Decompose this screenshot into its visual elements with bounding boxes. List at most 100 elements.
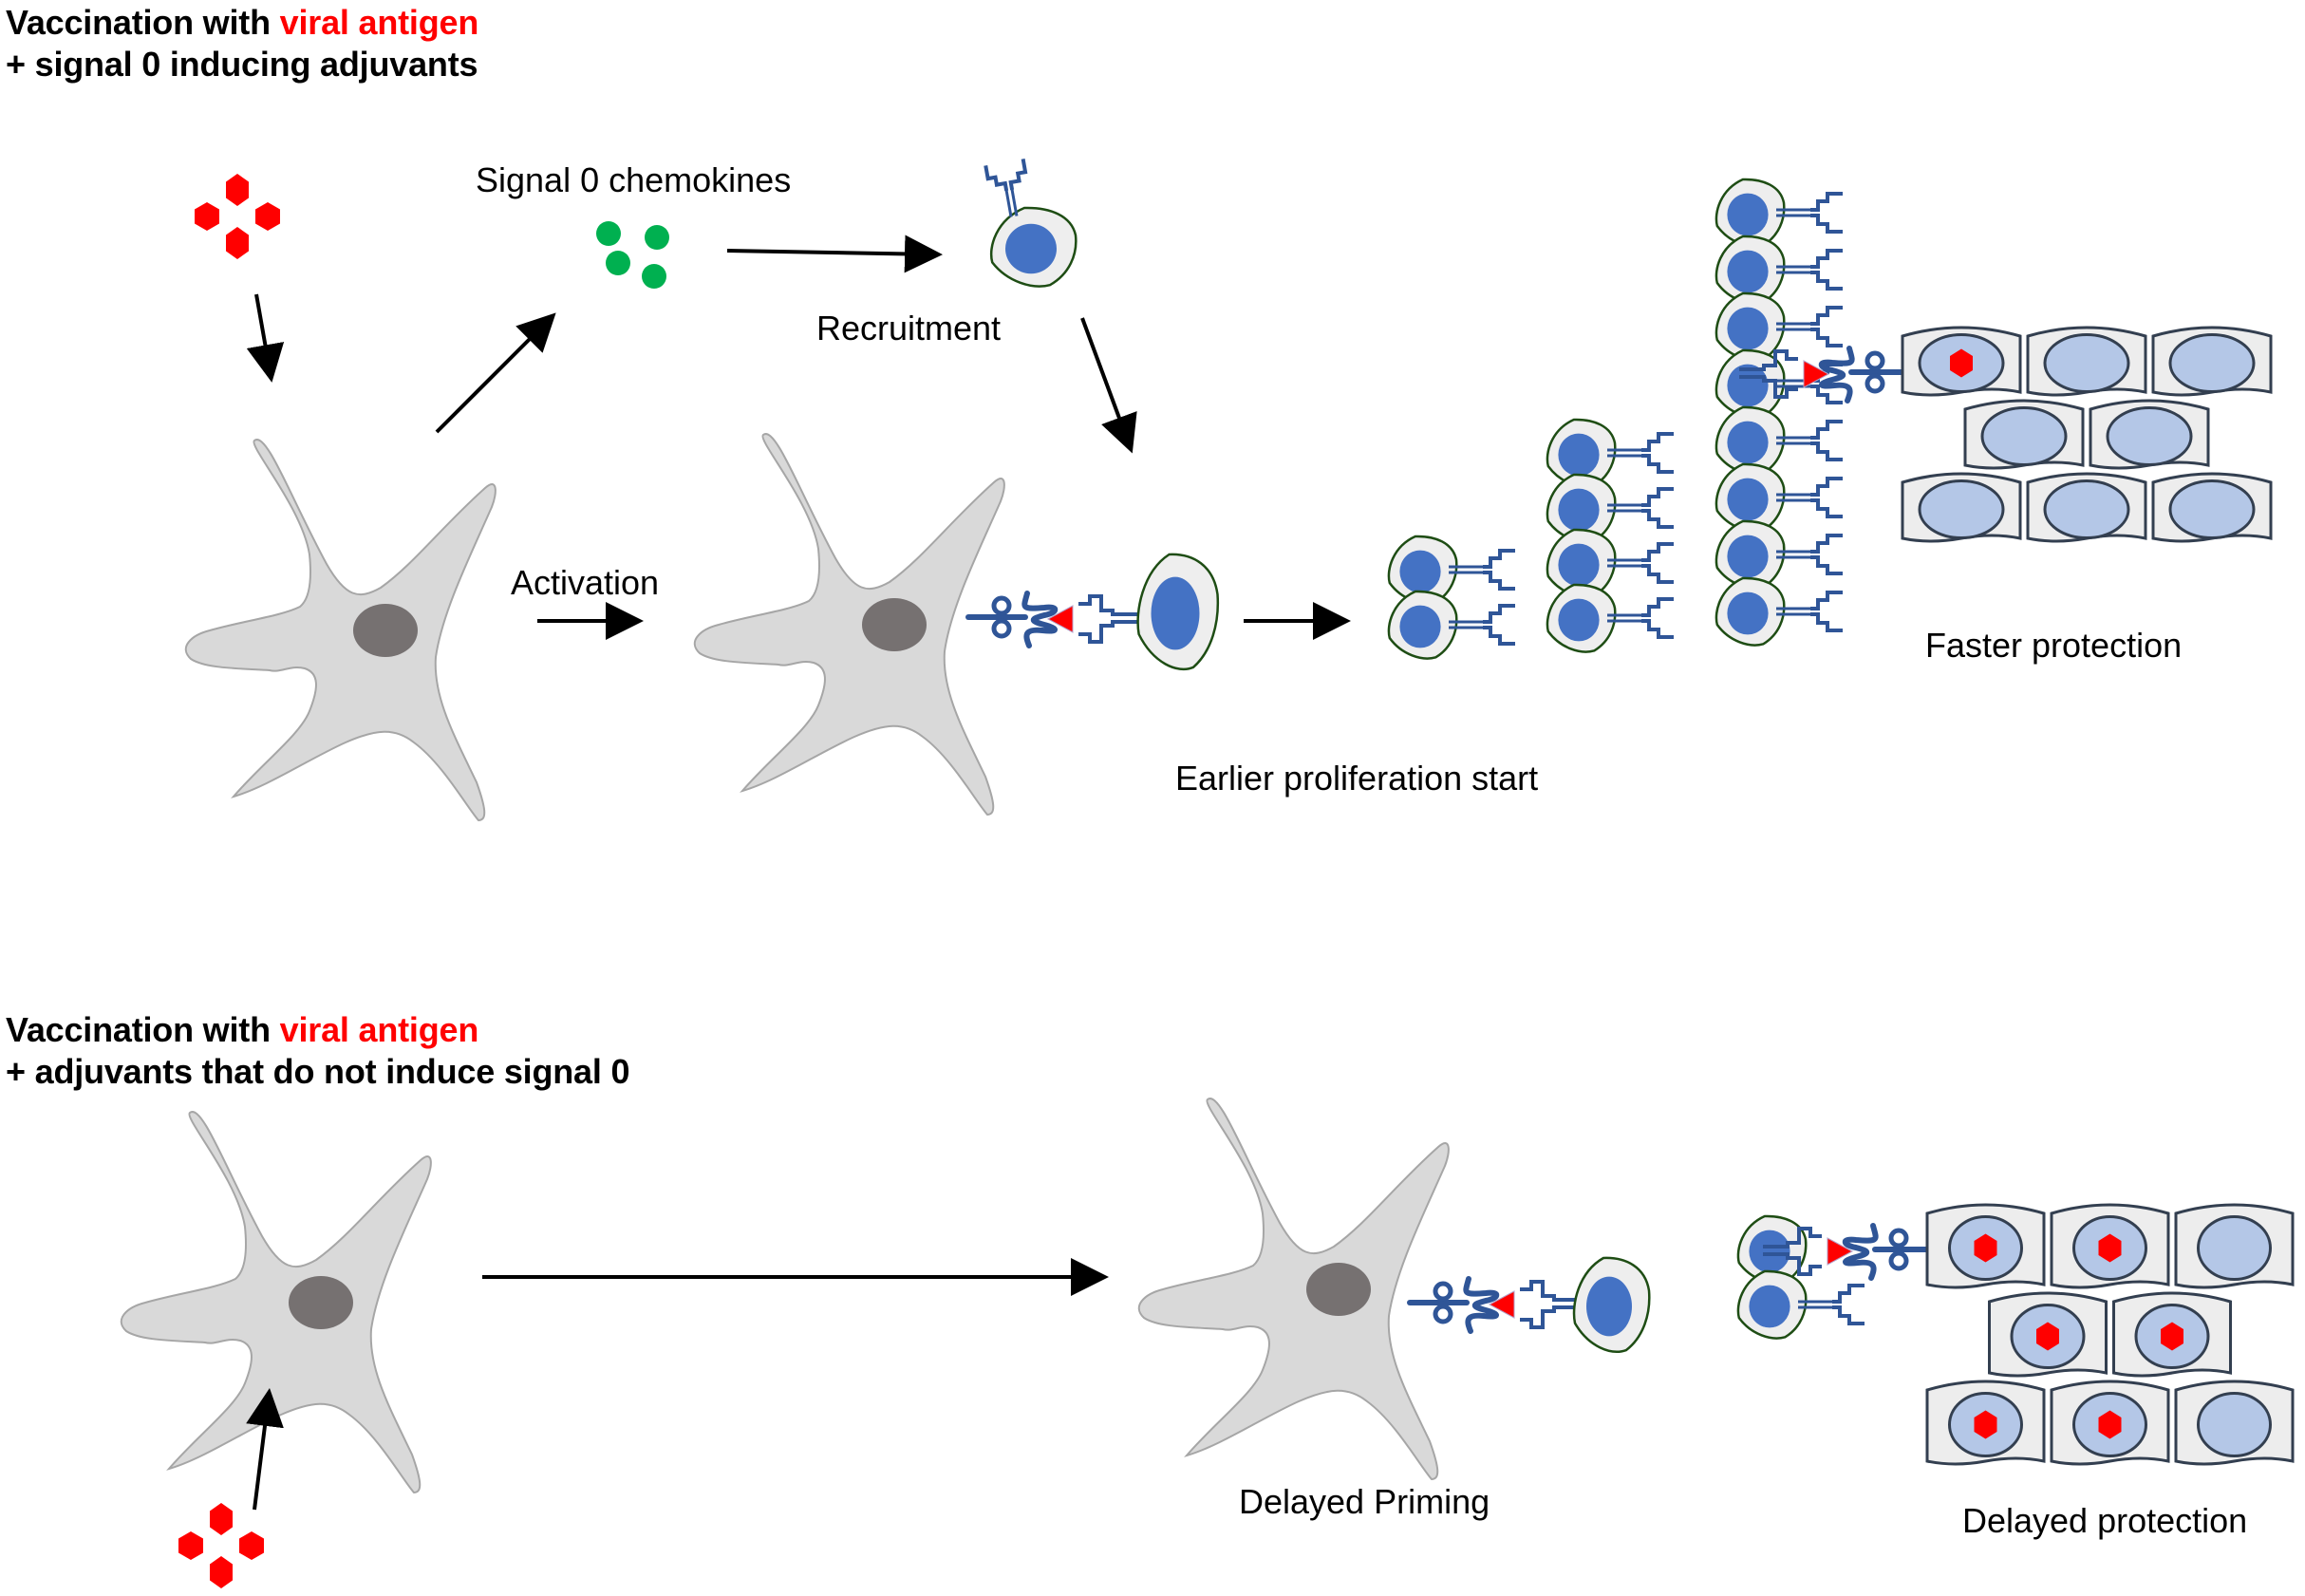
tcell-nucleus: [1727, 535, 1769, 578]
epithelium-top: [1901, 326, 2273, 543]
epithelial-cell: [2026, 326, 2147, 397]
tcr-receptor: [1607, 487, 1674, 529]
label-faster-protection: Faster protection: [1925, 626, 2183, 665]
epithelial-cell: [2050, 1203, 2170, 1289]
peptide-antigen: [1803, 360, 1830, 388]
tcr-receptor: [1776, 534, 1843, 575]
tcell-nucleus: [1749, 1285, 1790, 1328]
peptide-antigen: [1046, 605, 1074, 633]
immune-synapse-effector-top: [1739, 346, 1911, 404]
dendritic-cell-body: [693, 433, 1005, 816]
epithelial-cell: [2151, 472, 2273, 543]
mhc-domain: [1888, 1228, 1909, 1249]
effector-tcell: [1387, 590, 1515, 660]
epithelial-cell-nucleus: [2197, 1215, 2272, 1281]
epithelial-cell: [2050, 1380, 2170, 1466]
effector-tcell: [1546, 418, 1674, 488]
antigen-cluster-top: [195, 174, 280, 259]
effector-tcell: [1736, 1269, 1865, 1340]
dendritic-cell-body: [184, 439, 497, 821]
arrow-recruitment-to-synapse: [1080, 317, 1137, 454]
epithelial-cell: [2089, 399, 2210, 470]
chemokine-dot: [645, 225, 669, 250]
dendritic-cell-activated-top: [693, 433, 1005, 816]
tcell-nucleus: [1399, 550, 1441, 593]
dendritic-cell-activated-bottom: [1137, 1098, 1450, 1480]
effector-tcell: [1546, 473, 1674, 543]
bottom-heading-line2: + adjuvants that do not induce signal 0: [6, 1052, 630, 1091]
effector-tcell: [1715, 178, 1843, 248]
tcr-receptor: [1449, 549, 1515, 591]
tcr-receptor: [1776, 591, 1843, 632]
dendritic-cell-nucleus: [353, 604, 418, 657]
antigen-cluster-bottom: [178, 1503, 264, 1588]
chemokine-dot: [642, 264, 666, 289]
effector-tcell: [1715, 462, 1843, 533]
tcell-nucleus: [1558, 433, 1600, 477]
epithelial-cell: [2112, 1291, 2232, 1378]
epithelium-bottom: [1925, 1203, 2295, 1466]
tcell-expansion-stage: [1736, 1214, 1865, 1340]
tcr-receptor: [1607, 542, 1674, 584]
epithelial-cell-nucleus: [2106, 406, 2193, 466]
label-earlier-proliferation: Earlier proliferation start: [1175, 759, 1539, 798]
label-delayed-priming: Delayed Priming: [1239, 1482, 1490, 1521]
dendritic-cell-resting-bottom: [120, 1111, 432, 1493]
arrow-antigen-to-dc-bottom: [246, 1388, 284, 1511]
dendritic-cell-nucleus: [289, 1276, 353, 1329]
effector-tcell: [1715, 519, 1843, 590]
epithelial-cell: [1963, 399, 2085, 470]
viral-antigen-icon: [1974, 1233, 1997, 1263]
viral-antigen-icon: [1974, 1410, 1997, 1439]
epithelial-cell: [1901, 472, 2022, 543]
bottom-panel-heading: Vaccination with viral antigen + adjuvan…: [6, 1009, 629, 1093]
primed-tcell-bottom: [1572, 1256, 1651, 1353]
mhc-domain: [1865, 373, 1885, 394]
mhc-groove: [1842, 1223, 1879, 1281]
tcr-receptor: [1776, 420, 1843, 461]
viral-antigen-highlight: viral antigen: [279, 3, 479, 42]
epithelial-cell: [1925, 1203, 2046, 1289]
immune-synapse-effector-bottom: [1763, 1223, 1935, 1281]
epithelial-cell-nucleus: [2168, 479, 2256, 539]
epithelial-cell-nucleus: [2197, 1392, 2272, 1457]
epithelial-cell: [1901, 326, 2022, 397]
tcr-receptor: [984, 159, 1028, 217]
label-activation: Activation: [511, 563, 660, 602]
tcell-nucleus: [1727, 591, 1769, 635]
epithelial-cell: [2174, 1380, 2295, 1466]
tcr-receptor: [1607, 432, 1674, 474]
epithelial-cell: [2174, 1203, 2295, 1289]
tcell-nucleus: [1727, 478, 1769, 521]
viral-antigen-icon: [2161, 1322, 2183, 1351]
antigen-hexagon: [210, 1503, 233, 1535]
tcell-expansion-stage: [1387, 535, 1515, 660]
dendritic-cell-body: [120, 1111, 432, 1493]
mhc-groove: [1463, 1276, 1500, 1334]
viral-antigen-icon: [2036, 1322, 2059, 1351]
viral-antigen-icon: [1950, 348, 1973, 378]
antigen-hexagon: [239, 1531, 264, 1560]
epithelial-cell: [2026, 472, 2147, 543]
tcell-nucleus: [1558, 543, 1600, 587]
tcr-receptor: [1607, 597, 1674, 639]
epithelial-cell-nucleus: [2168, 333, 2256, 393]
tcell-nucleus: [1727, 421, 1769, 464]
tcell-nucleus: [1727, 307, 1769, 350]
recruited-tcell: [984, 159, 1078, 288]
effector-tcell: [1715, 576, 1843, 647]
tcr-bound: [1739, 349, 1798, 399]
tcr-receptor: [1449, 604, 1515, 646]
top-heading-line2: + signal 0 inducing adjuvants: [6, 45, 478, 84]
epithelial-cell: [1988, 1291, 2108, 1378]
viral-antigen-icon: [2098, 1233, 2122, 1263]
tcr-receptor: [1798, 1284, 1865, 1325]
tcr-bound: [1520, 1280, 1579, 1329]
dendritic-cell-body: [1137, 1098, 1450, 1480]
peptide-antigen: [1827, 1237, 1854, 1266]
tcell-expansion-stage: [1546, 418, 1674, 653]
tcell-nucleus: [1586, 1276, 1632, 1337]
tcell-nucleus: [1727, 250, 1769, 293]
mhc-groove: [1021, 591, 1059, 648]
